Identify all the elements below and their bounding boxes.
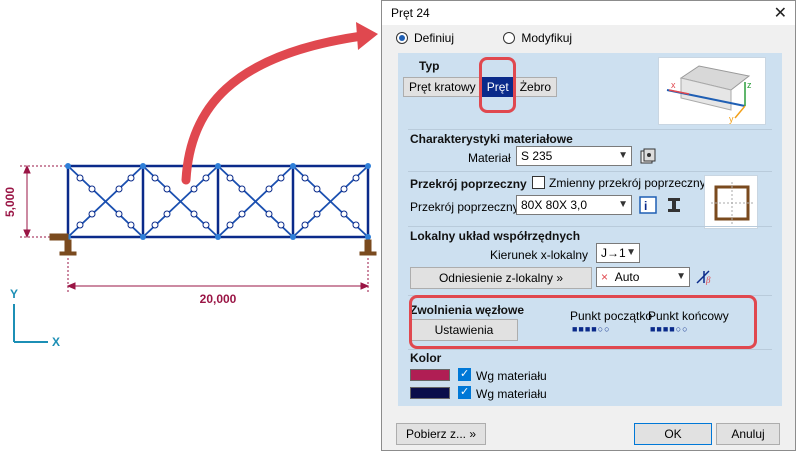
z-local-combo[interactable]: × Auto ▼ bbox=[596, 267, 690, 287]
dimension-height bbox=[20, 164, 68, 239]
material-section-title: Charakterystyki materiałowe bbox=[410, 132, 573, 146]
release-start-pattern: ■■■■○○ bbox=[572, 324, 611, 334]
i-beam-icon[interactable] bbox=[664, 195, 684, 215]
variable-section-checkbox[interactable] bbox=[532, 176, 545, 189]
axis-y-label: Y bbox=[10, 287, 18, 301]
svg-text:β: β bbox=[705, 275, 711, 285]
truss-nodes[interactable] bbox=[65, 163, 371, 240]
release-end-pattern: ■■■■○○ bbox=[650, 324, 689, 334]
z-local-marker: × bbox=[601, 270, 609, 284]
annotation-arrowhead bbox=[356, 22, 378, 50]
color-swatch-2[interactable] bbox=[410, 387, 450, 399]
highlight-releases bbox=[409, 295, 757, 349]
type-rib-button[interactable]: Żebro bbox=[513, 77, 558, 97]
variable-section-label: Zmienny przekrój poprzeczny bbox=[549, 176, 706, 190]
z-local-value: Auto bbox=[614, 270, 640, 284]
release-end-label: Punkt końcowy bbox=[648, 309, 729, 323]
radio-modify[interactable]: Modyfikuj bbox=[503, 31, 572, 45]
ok-button[interactable]: OK bbox=[634, 423, 712, 445]
color-section-title: Kolor bbox=[410, 351, 442, 365]
release-start-label: Punkt początko bbox=[570, 309, 653, 323]
svg-text:i: i bbox=[644, 199, 647, 213]
chevron-down-icon: ▼ bbox=[618, 150, 628, 161]
dimension-width-label: 20,000 bbox=[200, 292, 237, 306]
axis-indicator bbox=[13, 304, 48, 343]
dimension-height-label: 5,000 bbox=[3, 187, 17, 217]
color-checkbox-2[interactable] bbox=[458, 385, 471, 399]
color-label-1: Wg materiału bbox=[476, 369, 547, 383]
dialog-title: Pręt 24 bbox=[391, 6, 430, 20]
releases-settings-button[interactable]: Ustawienia bbox=[410, 319, 518, 341]
properties-panel: Typ Pręt kratowy Pręt Żebro x z y Charak… bbox=[398, 53, 782, 406]
divider bbox=[408, 349, 772, 350]
truss-members[interactable] bbox=[66, 164, 370, 239]
section-combo[interactable]: 80X 80X 3,0 ▼ bbox=[516, 195, 632, 215]
member-dialog: Pręt 24 ✕ Definiuj Modyfikuj Typ Pręt kr… bbox=[381, 0, 796, 451]
color-checkbox-1[interactable] bbox=[458, 367, 471, 381]
axis-x-label: X bbox=[52, 335, 60, 349]
x-local-combo[interactable]: J→1 ▼ bbox=[596, 243, 640, 263]
type-member-button[interactable]: Pręt bbox=[480, 77, 515, 97]
dialog-titlebar: Pręt 24 ✕ bbox=[382, 1, 795, 25]
section-label: Przekrój poprzeczny bbox=[410, 200, 519, 214]
local-section-title: Lokalny układ współrzędnych bbox=[410, 229, 581, 243]
preview-axis-y: y bbox=[729, 114, 734, 124]
highlight-type-member bbox=[479, 57, 516, 113]
close-icon[interactable]: ✕ bbox=[773, 5, 787, 22]
preview-axis-z: z bbox=[747, 80, 752, 90]
type-truss-button[interactable]: Pręt kratowy bbox=[403, 77, 482, 97]
fetch-from-button[interactable]: Pobierz z... » bbox=[396, 423, 486, 445]
type-preview-image: x z y bbox=[658, 57, 766, 125]
rotation-beta-icon[interactable]: β bbox=[694, 267, 714, 287]
preview-axis-x: x bbox=[671, 80, 676, 90]
chevron-down-icon: ▼ bbox=[676, 271, 686, 282]
chevron-down-icon: ▼ bbox=[626, 247, 636, 258]
section-preview bbox=[704, 175, 758, 229]
radio-define-label: Definiuj bbox=[414, 31, 455, 45]
radio-modify-dot[interactable] bbox=[503, 32, 516, 44]
support-right[interactable] bbox=[359, 239, 377, 256]
x-local-value: J→1 bbox=[601, 246, 626, 260]
type-section-title: Typ bbox=[419, 59, 440, 73]
divider bbox=[408, 129, 772, 130]
type-segmented-control: Pręt kratowy Pręt Żebro bbox=[403, 77, 558, 97]
annotation-arrow bbox=[181, 31, 367, 185]
radio-define[interactable]: Definiuj bbox=[396, 31, 454, 45]
material-value: S 235 bbox=[521, 149, 553, 163]
radio-modify-label: Modyfikuj bbox=[521, 31, 573, 45]
material-library-icon[interactable] bbox=[638, 146, 658, 166]
color-label-2: Wg materiału bbox=[476, 387, 547, 401]
model-canvas[interactable]: 5,000 20,000 bbox=[0, 0, 380, 451]
x-local-label: Kierunek x-lokalny bbox=[490, 248, 589, 262]
section-section-title: Przekrój poprzeczny bbox=[410, 177, 527, 191]
divider bbox=[408, 226, 772, 227]
release-markers bbox=[76, 174, 360, 229]
mode-radio-group: Definiuj Modyfikuj bbox=[396, 31, 618, 47]
material-combo[interactable]: S 235 ▼ bbox=[516, 146, 632, 166]
section-info-icon[interactable]: i bbox=[638, 195, 658, 215]
dimension-width bbox=[66, 258, 370, 292]
cancel-button[interactable]: Anuluj bbox=[716, 423, 780, 445]
color-swatch-1[interactable] bbox=[410, 369, 450, 381]
section-value: 80X 80X 3,0 bbox=[521, 198, 588, 212]
releases-section-title: Zwolnienia węzłowe bbox=[410, 303, 525, 317]
z-local-reference-button[interactable]: Odniesienie z-lokalny » bbox=[410, 267, 592, 289]
truss-drawing: 5,000 20,000 bbox=[3, 22, 378, 349]
support-left[interactable] bbox=[49, 233, 77, 256]
divider bbox=[408, 171, 772, 172]
radio-define-dot[interactable] bbox=[396, 32, 408, 44]
chevron-down-icon: ▼ bbox=[618, 199, 628, 210]
material-label: Materiał bbox=[468, 151, 511, 165]
